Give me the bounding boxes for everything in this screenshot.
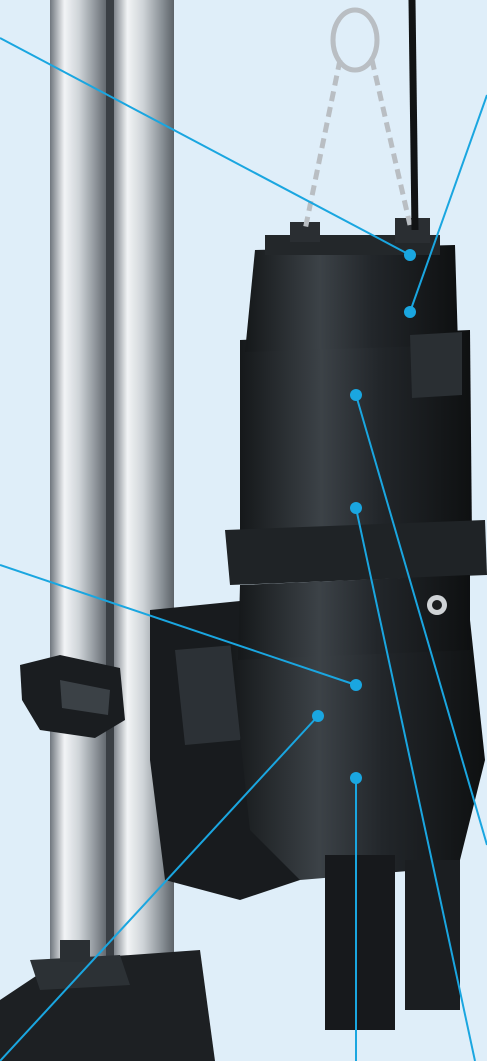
callout-leader-line [0, 715, 319, 1061]
callout-leader-line [409, 94, 487, 313]
guide-pipe-gap [106, 0, 114, 985]
rail-clamp [20, 655, 125, 738]
callout-motor-cover [404, 94, 487, 318]
callout-motor-frame-upper [350, 389, 487, 846]
callout-seal-housing [0, 564, 362, 691]
callout-dot [350, 389, 362, 401]
callout-dot [312, 710, 324, 722]
motor-cover [245, 245, 462, 398]
callout-pump-casing-bottom [350, 772, 362, 1061]
callout-pump-casing-left [0, 710, 324, 1061]
guide-rails [50, 0, 174, 990]
callout-dot [404, 249, 416, 261]
callout-motor-frame-lower [350, 502, 476, 1061]
callout-leader-line [355, 394, 487, 846]
guide-pipe-left [50, 0, 108, 980]
base-bracket [0, 940, 215, 1061]
callout-lifting-handle [0, 37, 416, 261]
callout-dot [350, 679, 362, 691]
callout-dot [350, 772, 362, 784]
callout-leader-line [355, 507, 476, 1061]
callout-dot [350, 502, 362, 514]
lifting-chain [302, 7, 413, 231]
callout-leader-line [0, 564, 357, 686]
callout-dot [404, 306, 416, 318]
callout-layer [0, 37, 487, 1061]
callout-leader-line [0, 37, 411, 256]
power-cable [408, 0, 419, 231]
